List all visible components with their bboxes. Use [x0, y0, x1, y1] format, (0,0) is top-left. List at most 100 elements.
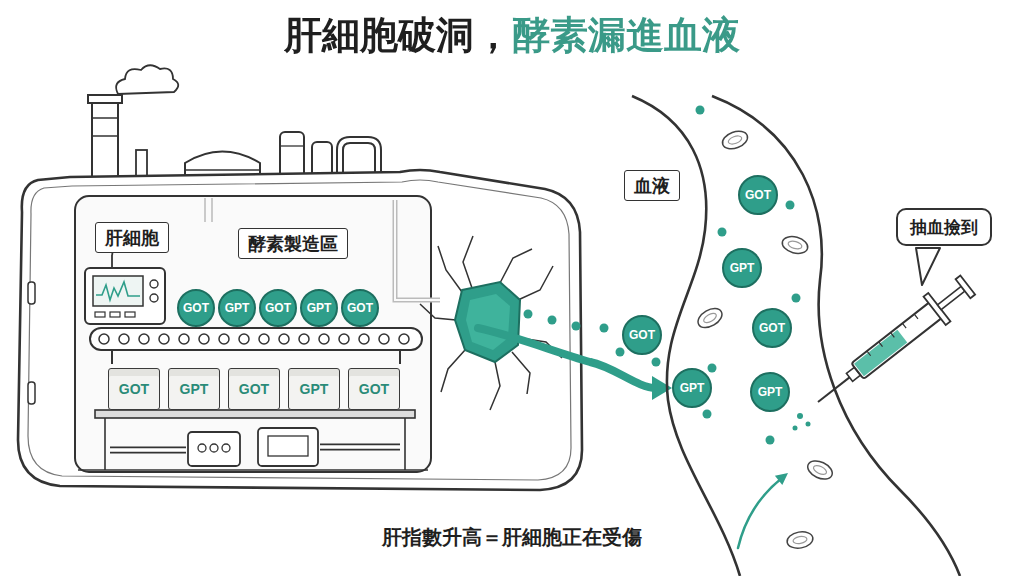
blood-vessel-outline	[620, 90, 1020, 576]
enzyme-dots-part	[792, 294, 801, 303]
blood-enzyme: GPT	[722, 248, 762, 288]
factory-interior-part	[75, 196, 431, 472]
enzyme-label: GOT	[183, 302, 209, 314]
leaking-enzyme: GPT	[672, 368, 712, 408]
factory-chimney-part	[92, 100, 118, 186]
syringe-part	[851, 302, 942, 379]
diagram-title: 肝細胞破洞，酵素漏進血液	[284, 12, 740, 60]
factory-outline	[15, 60, 590, 500]
monitor-machine-part	[150, 294, 158, 302]
conveyor-belt-part	[239, 334, 249, 344]
zone-sign: 酵素製造區	[238, 228, 348, 259]
monitor-machine-part	[150, 280, 158, 288]
lower-machinery-part	[268, 436, 308, 456]
leaking-enzyme-dots-part	[652, 358, 661, 367]
leaking-enzyme: GOT	[622, 315, 662, 355]
cell-hole-part	[466, 294, 510, 350]
conveyor-belt-part	[219, 334, 229, 344]
factory-chimney-part	[88, 95, 122, 103]
factory-smoke	[116, 65, 178, 94]
crate-label: GPT	[180, 382, 209, 396]
lower-machinery-part	[110, 447, 400, 450]
wall-cracks-part	[441, 350, 465, 392]
flow-arrow-part	[775, 473, 788, 485]
wall-cracks-part	[490, 362, 500, 410]
leaking-enzyme-dots-part	[548, 316, 557, 325]
red-blood-cells-part	[787, 240, 802, 250]
enzyme-label: GPT	[730, 262, 755, 274]
factory-interior	[75, 196, 440, 472]
factory-body-part	[28, 382, 35, 404]
leak-arrow	[590, 362, 672, 400]
enzyme-label: GPT	[307, 302, 332, 314]
conveyor-belt-part	[399, 350, 401, 364]
heading-sign: 血液	[624, 170, 680, 201]
wall-cracks-part	[512, 352, 530, 394]
storage-shelf	[95, 410, 415, 470]
syringe-part	[956, 276, 976, 299]
heading-text: 肝細胞	[105, 226, 159, 249]
storage-shelf-part	[95, 410, 415, 418]
red-blood-cells-part	[727, 134, 743, 145]
red-blood-cells-part	[805, 457, 835, 482]
bubble-text: 抽血撿到	[910, 216, 978, 238]
lower-machinery	[78, 428, 428, 470]
leak-arrow-tail-part	[478, 328, 590, 362]
storage-shelf-part	[104, 418, 106, 470]
arrow-head	[652, 376, 672, 400]
enzyme-ball: GOT	[259, 289, 297, 327]
enzyme-label: GOT	[759, 322, 785, 334]
speech-bubble: 抽血撿到	[896, 208, 992, 246]
factory-body-part	[28, 282, 35, 304]
blood-enzyme: GPT	[750, 372, 790, 412]
vessel-walls-part	[712, 96, 960, 576]
leak-arrow-line	[590, 362, 656, 388]
conveyor-belt-part	[99, 334, 109, 344]
leak-arrow-tail	[478, 328, 590, 362]
lower-machinery-part	[210, 444, 218, 452]
cell-hole	[455, 282, 520, 362]
enzyme-label: GOT	[745, 189, 771, 201]
red-blood-cells-part	[702, 311, 718, 324]
wall-cracks	[420, 236, 562, 410]
enzyme-crate: GOT	[228, 368, 280, 410]
lower-machinery-part	[188, 432, 240, 466]
factory-tanks-part	[280, 145, 304, 146]
crate-label: GOT	[359, 382, 389, 396]
monitor-machine-part	[95, 312, 105, 317]
syringe-part	[938, 286, 965, 309]
conveyor-belt-part	[199, 334, 209, 344]
factory-smoke-part	[116, 65, 178, 94]
enzyme-label: GPT	[225, 302, 250, 314]
enzyme-crate: GPT	[168, 368, 220, 410]
enzyme-dots-part	[718, 228, 727, 237]
conveyor-belt-part	[119, 334, 129, 344]
flow-arrow-part	[738, 478, 782, 548]
conveyor-belt-part	[90, 328, 422, 350]
syringe-part	[867, 314, 918, 356]
conveyor-belt-part	[259, 334, 269, 344]
enzyme-crate: GPT	[288, 368, 340, 410]
enzyme-dots	[696, 106, 811, 445]
conveyor-belt-part	[179, 334, 189, 344]
bubble-tail	[916, 248, 940, 285]
conveyor-belt-part	[399, 334, 409, 344]
enzyme-dots-part	[786, 201, 795, 210]
syringe-part	[854, 330, 907, 376]
lower-machinery-part	[222, 444, 230, 452]
monitor-machine-part	[96, 282, 140, 300]
diagram-caption: 肝指數升高＝肝細胞正在受傷	[382, 524, 642, 550]
leaking-enzyme-dots-part	[572, 322, 581, 331]
enzyme-label: GOT	[347, 302, 373, 314]
factory-tanks-part	[185, 169, 260, 170]
wall-cracks-part	[463, 236, 473, 288]
enzyme-label: GOT	[629, 329, 655, 341]
bubble-tail-part	[916, 248, 940, 285]
enzyme-dots-part	[766, 436, 775, 445]
leaking-enzyme-dots-part	[616, 348, 625, 357]
heading-sign: 肝細胞	[95, 222, 169, 253]
conveyor-belt-part	[159, 334, 169, 344]
blood-enzyme: GOT	[738, 175, 778, 215]
wall-cracks-part	[420, 304, 456, 320]
conveyor-belt-part	[319, 334, 329, 344]
